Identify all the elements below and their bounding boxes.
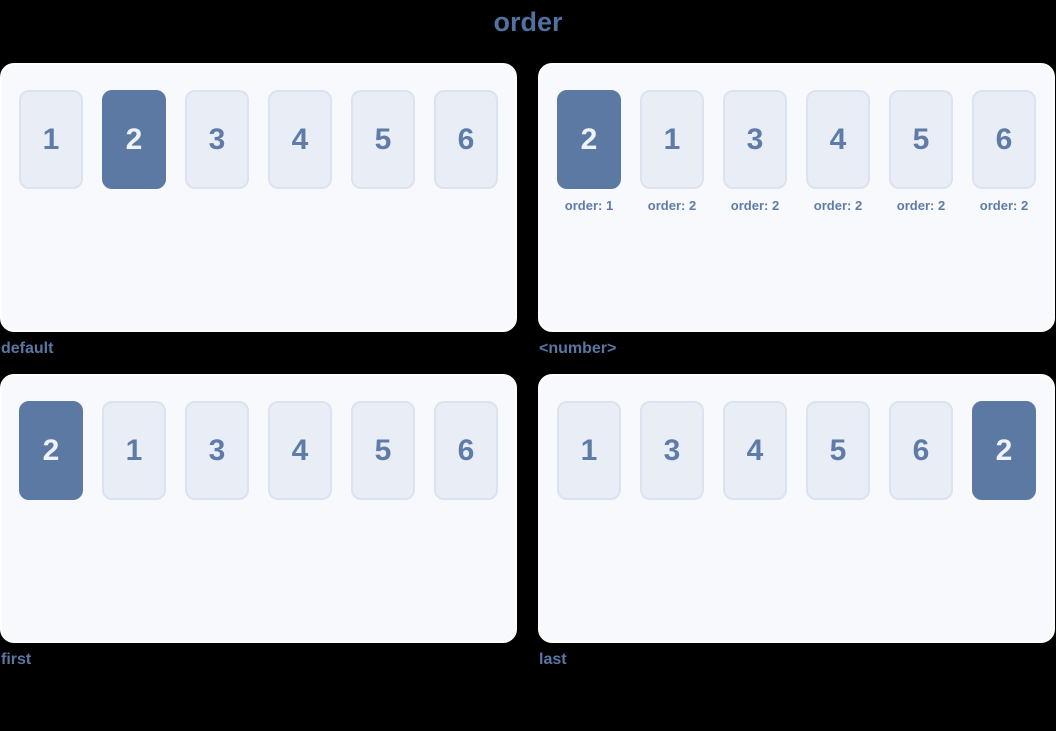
flex-item-card: 5	[351, 90, 415, 189]
flex-item-number: 1	[663, 122, 681, 156]
flex-item: 6	[434, 90, 498, 189]
flex-item-number: 3	[208, 122, 226, 156]
order-value-label: order: 1	[564, 198, 614, 213]
flex-item: 4	[268, 90, 332, 189]
flex-item-card: 1	[102, 401, 166, 500]
flex-item-number: 2	[995, 433, 1013, 467]
panel-cell-first: 2 1 3 4 5 6 first	[0, 374, 517, 669]
flex-item-number: 4	[291, 122, 309, 156]
order-value-label: order: 2	[979, 198, 1029, 213]
flex-item-card: 6	[889, 401, 953, 500]
flex-item-card: 1	[640, 90, 704, 189]
flex-item-number: 4	[291, 433, 309, 467]
flex-item-card: 2	[557, 90, 621, 189]
flex-item-number: 6	[995, 122, 1013, 156]
flex-item: 2	[972, 401, 1036, 500]
flex-item: 3	[640, 401, 704, 500]
caption-default: default	[1, 340, 54, 357]
flex-item-number: 4	[746, 433, 764, 467]
flex-item: 5	[806, 401, 870, 500]
flex-item-number: 1	[580, 433, 598, 467]
flex-item: 5	[351, 401, 415, 500]
panel-cell-last: 1 3 4 5 6 2 last	[538, 374, 1055, 669]
page-title: order	[493, 7, 563, 37]
flex-item: 2	[19, 401, 83, 500]
flex-item-card: 6	[434, 90, 498, 189]
flex-item: 1	[19, 90, 83, 189]
flex-item-card: 6	[434, 401, 498, 500]
flex-item: 4 order: 2	[806, 90, 870, 213]
flex-item-card: 6	[972, 90, 1036, 189]
caption-number: <number>	[539, 340, 617, 357]
flex-item-card: 3	[723, 90, 787, 189]
flex-item-number: 6	[457, 122, 475, 156]
flex-item: 4	[268, 401, 332, 500]
flex-item: 1	[557, 401, 621, 500]
flex-item-card: 2	[102, 90, 166, 189]
flex-item: 4	[723, 401, 787, 500]
flex-item-card: 4	[806, 90, 870, 189]
flex-item-number: 1	[42, 122, 60, 156]
flex-item: 6 order: 2	[972, 90, 1036, 213]
flex-item-card: 4	[268, 401, 332, 500]
demo-grid: 1 2 3 4 5 6 default 2 order: 1	[0, 63, 1056, 669]
flex-item-card: 1	[557, 401, 621, 500]
flex-item-number: 3	[663, 433, 681, 467]
flex-item-number: 3	[746, 122, 764, 156]
flex-item-number: 4	[829, 122, 847, 156]
order-value-label: order: 2	[647, 198, 697, 213]
flex-item-number: 1	[125, 433, 143, 467]
flex-item-card: 3	[185, 90, 249, 189]
flex-item-number: 2	[42, 433, 60, 467]
flex-item-card: 2	[19, 401, 83, 500]
flex-item-number: 6	[912, 433, 930, 467]
flex-item: 3 order: 2	[723, 90, 787, 213]
order-value-label: order: 2	[730, 198, 780, 213]
flex-item-card: 5	[889, 90, 953, 189]
flex-item-number: 2	[580, 122, 598, 156]
flex-item: 1	[102, 401, 166, 500]
panel-cell-default: 1 2 3 4 5 6 default	[0, 63, 517, 358]
flex-item: 6	[434, 401, 498, 500]
caption-last: last	[539, 651, 567, 668]
flex-item-number: 5	[829, 433, 847, 467]
flex-item-number: 5	[912, 122, 930, 156]
flex-demo-default: 1 2 3 4 5 6	[0, 63, 517, 332]
flex-item: 2 order: 1	[557, 90, 621, 213]
flex-demo-number: 2 order: 1 1 order: 2 3 order: 2 4 order…	[538, 63, 1055, 332]
flex-item: 5 order: 2	[889, 90, 953, 213]
flex-item-card: 3	[185, 401, 249, 500]
flex-item: 3	[185, 90, 249, 189]
flex-item-number: 6	[457, 433, 475, 467]
flex-item-number: 5	[374, 122, 392, 156]
flex-demo-first: 2 1 3 4 5 6	[0, 374, 517, 643]
flex-item: 2	[102, 90, 166, 189]
flex-item: 6	[889, 401, 953, 500]
flex-item-card: 1	[19, 90, 83, 189]
flex-item-card: 2	[972, 401, 1036, 500]
flex-item: 1 order: 2	[640, 90, 704, 213]
flex-item: 5	[351, 90, 415, 189]
flex-item-card: 4	[723, 401, 787, 500]
caption-first: first	[1, 651, 32, 668]
order-value-label: order: 2	[896, 198, 946, 213]
flex-item-card: 5	[351, 401, 415, 500]
order-value-label: order: 2	[813, 198, 863, 213]
flex-demo-last: 1 3 4 5 6 2	[538, 374, 1055, 643]
flex-item-number: 5	[374, 433, 392, 467]
flex-item-number: 3	[208, 433, 226, 467]
flex-item-number: 2	[125, 122, 143, 156]
panel-cell-number: 2 order: 1 1 order: 2 3 order: 2 4 order…	[538, 63, 1055, 358]
flex-item: 3	[185, 401, 249, 500]
flex-item-card: 4	[268, 90, 332, 189]
flex-item-card: 3	[640, 401, 704, 500]
flex-item-card: 5	[806, 401, 870, 500]
